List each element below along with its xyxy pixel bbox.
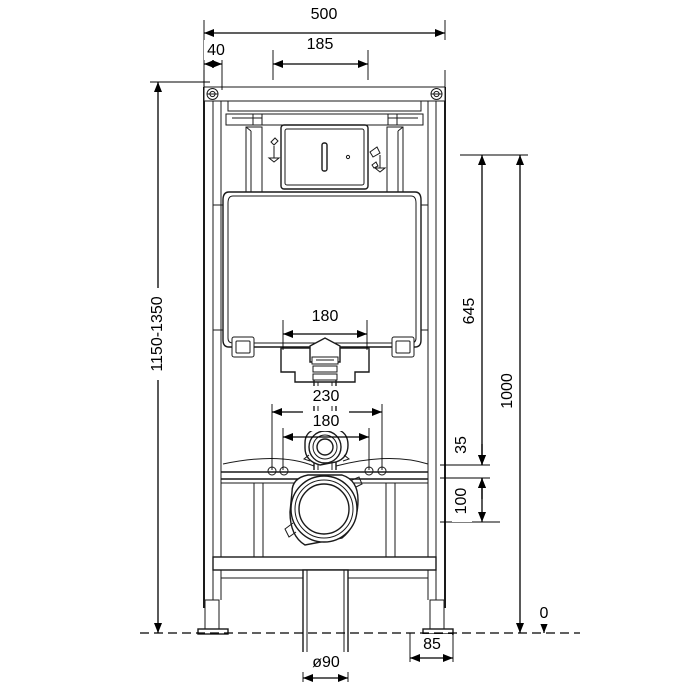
frame-top-rail <box>203 86 446 102</box>
dimension-label-1000: 1000 <box>499 373 516 409</box>
flush-plate-pin <box>345 154 351 160</box>
waste-outlet-tab-right <box>351 476 363 488</box>
flush-pipe-ring-1 <box>312 365 338 373</box>
dimension-outlet-height: 100 <box>440 478 500 523</box>
waste-outlet-connector <box>284 474 363 546</box>
waste-outlet-bore <box>298 483 350 535</box>
outlet-saddle <box>280 347 370 383</box>
dimension-waste-pipe-diameter: ø90 <box>302 652 350 682</box>
flush-pipe-cone <box>309 337 341 363</box>
dimension-label-0: 0 <box>540 605 549 622</box>
dimension-bolts-inner: 180 <box>282 411 370 470</box>
flush-connector-tab-right <box>342 454 351 462</box>
concealed-cistern <box>213 100 428 358</box>
cistern-body <box>222 191 422 348</box>
dimension-label-100: 100 <box>453 488 470 515</box>
dimension-label-40: 40 <box>207 42 225 59</box>
dimension-outlet-span: 180 <box>282 306 368 350</box>
flush-connector <box>302 428 351 466</box>
waste-outlet-tab-left <box>284 522 297 538</box>
wall-profile-left <box>222 458 315 467</box>
dimension-label-d90: ø90 <box>312 654 340 671</box>
flush-pipe-ring-2 <box>312 373 338 381</box>
frame-corner-fixing-right <box>430 88 443 100</box>
flush-plate-aperture <box>280 124 369 190</box>
dimension-left-offset: 40 <box>203 40 232 90</box>
dimension-height-range: 1150-1350 <box>148 81 210 633</box>
wall-profile-right <box>335 458 429 467</box>
dimension-label-1150-1350: 1150-1350 <box>149 296 166 371</box>
dimension-label-180-lower: 180 <box>313 413 340 430</box>
fixing-bolt-holes <box>267 466 387 476</box>
cistern-hardware-symbol-left <box>267 137 281 163</box>
cistern-top-edge <box>227 100 422 112</box>
dimension-floor-datum: 0 <box>534 604 554 633</box>
dimension-label-85: 85 <box>423 636 441 653</box>
flush-actuator-slot <box>321 142 328 172</box>
waste-pipe-body <box>302 569 349 667</box>
flush-connector-tab-left <box>302 454 311 462</box>
cross-rail-lower <box>212 556 437 571</box>
cistern-support-post-left <box>245 126 263 201</box>
dimension-foot-offset: 85 <box>409 633 454 662</box>
cistern-support-post-right <box>386 126 404 201</box>
cistern-hardware-symbol-right <box>369 146 387 173</box>
dimension-bolts-outer: 230 <box>271 386 383 470</box>
dimension-label-500: 500 <box>311 6 338 23</box>
dimension-label-35: 35 <box>453 436 470 454</box>
waste-pipe-down <box>302 569 349 667</box>
flush-connector-bore <box>316 438 334 456</box>
dimension-connector-height: 645 <box>440 154 528 466</box>
cistern-lug-left <box>231 336 255 358</box>
frame-foot-left <box>197 599 229 635</box>
frame-foot-right <box>422 599 454 635</box>
bolt-hole-inner-left <box>279 466 289 476</box>
dimension-total-height: 1000 <box>498 155 524 633</box>
dimension-label-230: 230 <box>313 388 340 405</box>
dimension-label-645: 645 <box>461 298 478 325</box>
waste-outlet-ring-mid <box>294 479 354 539</box>
cistern-lug-right <box>391 336 415 358</box>
dimension-offset-35: 35 <box>440 428 490 499</box>
dimension-label-180-upper: 180 <box>312 308 339 325</box>
frame-corner-fixing-left <box>206 88 219 100</box>
installation-frame <box>197 86 454 635</box>
dimension-flush-plate-width: 185 <box>272 34 369 80</box>
cistern-access-band <box>225 113 424 126</box>
dimension-label-185: 185 <box>307 36 334 53</box>
